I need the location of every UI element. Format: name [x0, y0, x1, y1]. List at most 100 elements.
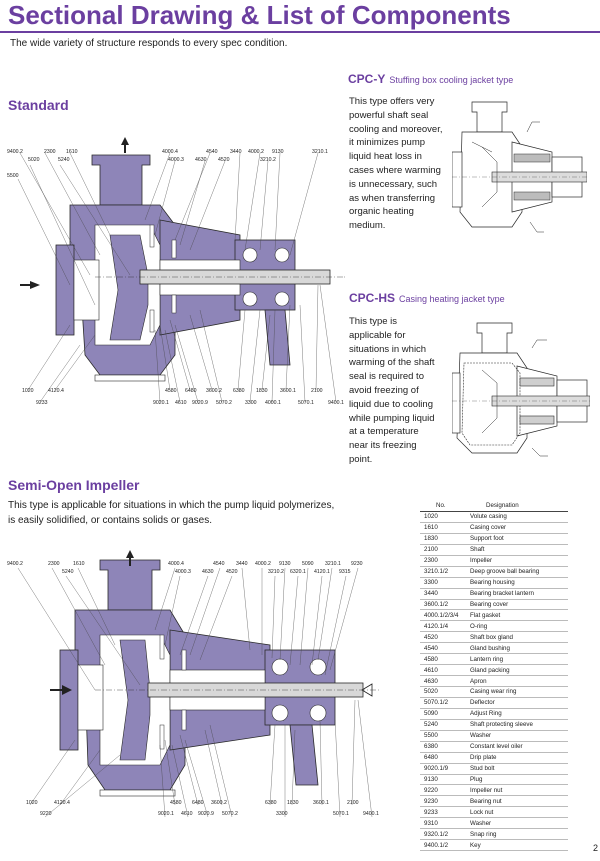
cpcy-line: liquid heat loss in: [349, 151, 422, 163]
component-designation: Stud bolt: [464, 763, 568, 775]
std-label-1020: 1020: [22, 388, 34, 394]
component-designation: Bearing nut: [464, 795, 568, 808]
cpcy-line: cooling and moreover,: [349, 123, 443, 135]
cpchs-line: situations in which: [349, 343, 427, 355]
std-label-3210-2: 3210.2: [260, 157, 276, 163]
component-designation: Washer: [464, 730, 568, 742]
component-number: 3600.1/2: [420, 599, 464, 611]
std-label-4520: 4520: [218, 157, 230, 163]
std-label-9233: 9233: [36, 400, 48, 406]
semi-label-9020-1: 9020.1: [158, 811, 174, 817]
semi-open-line: This type is applicable for situations i…: [8, 500, 335, 511]
semi-open-description: This type is applicable for situations i…: [8, 498, 418, 528]
component-designation: Gland packing: [464, 664, 568, 677]
semi-label-9130: 9130: [279, 561, 291, 567]
components-header-row: No. Designation: [420, 500, 568, 512]
std-label-5070-2: 5070.2: [216, 400, 232, 406]
std-label-2300: 2300: [44, 149, 56, 155]
semi-label-6320-1: 6320.1: [290, 569, 306, 575]
component-designation: Shaft box gland: [464, 631, 568, 644]
component-number: 4630: [420, 675, 464, 687]
component-designation: Casing wear ring: [464, 686, 568, 698]
cpchs-line: while pumping liquid: [349, 412, 435, 424]
component-number: 9233: [420, 806, 464, 819]
component-number: 3440: [420, 588, 464, 600]
semi-label-3210-2: 3210.2: [268, 569, 284, 575]
std-label-4610: 4610: [175, 400, 187, 406]
cpcy-line: This type offers very: [349, 96, 435, 107]
semi-label-2100: 2100: [347, 800, 359, 806]
std-label-6380: 6380: [233, 388, 245, 394]
semi-label-4000-3: 4000.3: [175, 569, 191, 575]
cpchs-line: applicable for: [349, 329, 406, 341]
semi-label-3210-1: 3210.1: [325, 561, 341, 567]
std-label-3600-2: 3600.2: [206, 388, 222, 394]
component-designation: O-ring: [464, 620, 568, 633]
cpcy-description: This type offers very powerful shaft sea…: [349, 95, 451, 233]
std-label-2100: 2100: [311, 388, 323, 394]
component-number: 4610: [420, 664, 464, 677]
component-number: 4520: [420, 631, 464, 644]
component-designation: Key: [464, 839, 568, 852]
col-designation-header: Designation: [464, 500, 568, 512]
semi-label-4520: 4520: [226, 569, 238, 575]
component-designation: Deep groove ball bearing: [464, 566, 568, 578]
cpchs-line: avoid freezing of: [349, 384, 419, 396]
component-number: 9130: [420, 774, 464, 786]
std-label-9400-1: 9400.1: [328, 400, 344, 406]
cpchs-line: seal is required to: [349, 371, 424, 383]
standard-heading: Standard: [8, 97, 69, 113]
component-number: 5240: [420, 719, 464, 731]
component-number: 3210.1/2: [420, 566, 464, 578]
component-number: 9310: [420, 817, 464, 830]
component-number: 4580: [420, 653, 464, 666]
cpcy-line: medium.: [349, 220, 386, 232]
std-label-6480: 6480: [185, 388, 197, 394]
semi-label-4000-2: 4000.2: [255, 561, 271, 567]
std-label-4000-2: 4000.2: [248, 149, 264, 155]
std-label-4120-4: 4120.4: [48, 388, 64, 394]
component-number: 5090: [420, 708, 464, 720]
semi-label-4540: 4540: [213, 561, 225, 567]
semi-label-4120-4: 4120.4: [54, 800, 70, 806]
std-label-3440: 3440: [230, 149, 242, 155]
component-number: 9020.1/9: [420, 763, 464, 775]
component-designation: Flat gasket: [464, 609, 568, 622]
semi-label-1830: 1830: [287, 800, 299, 806]
component-designation: Bearing housing: [464, 577, 568, 589]
component-designation: Volute casing: [464, 511, 568, 523]
cpcy-code: CPC-Y: [348, 72, 386, 86]
std-label-3600-1: 3600.1: [280, 388, 296, 394]
cpcy-line: it minimizes pump: [349, 137, 426, 149]
component-number: 4120.1/4: [420, 620, 464, 633]
semi-label-4630: 4630: [202, 569, 214, 575]
component-number: 3300: [420, 577, 464, 589]
semi-label-6380: 6380: [265, 800, 277, 806]
semi-label-3300: 3300: [276, 811, 288, 817]
component-designation: Impeller: [464, 555, 568, 567]
component-designation: Constant level oiler: [464, 741, 568, 753]
semi-label-5240: 5240: [62, 569, 74, 575]
component-designation: Gland bushing: [464, 642, 568, 655]
semi-label-4120-1: 4120.1: [314, 569, 330, 575]
component-number: 6480: [420, 752, 464, 764]
